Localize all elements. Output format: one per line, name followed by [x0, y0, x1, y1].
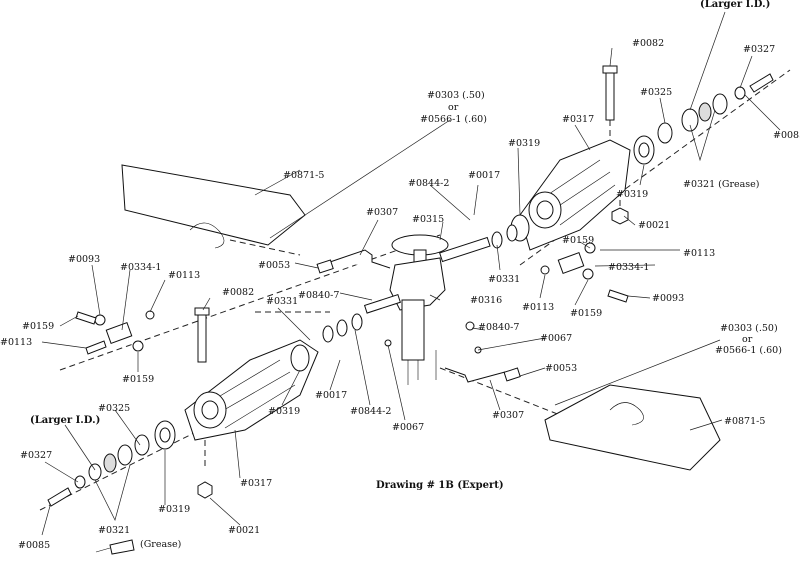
label-0327-top: #0327 — [743, 44, 775, 55]
label-0093-r: #0093 — [652, 293, 684, 304]
label-0327-b: #0327 — [20, 450, 52, 461]
label-0113-l2: #0113 — [0, 337, 32, 348]
label-0319-b2: #0319 — [158, 504, 190, 515]
label-0303-top: #0303 (.50) — [427, 90, 485, 101]
rotor-hub-assembly — [322, 224, 518, 385]
label-0017-b: #0017 — [315, 390, 347, 401]
label-0319-top1: #0319 — [508, 138, 540, 149]
label-0303-b: #0303 (.50) — [720, 323, 778, 334]
label-or-b: or — [742, 334, 753, 345]
label-0067-b: #0067 — [392, 422, 424, 433]
label-0334-1-r: #0334-1 — [608, 262, 649, 273]
drawing-title: Drawing # 1B (Expert) — [376, 480, 504, 491]
label-0871-5-b: #0871-5 — [724, 416, 765, 427]
label-grease-b: (Grease) — [140, 539, 181, 550]
label-0566-top: #0566-1 (.60) — [420, 114, 487, 125]
linkage-rods — [316, 249, 521, 383]
label-0085-top: #0085 — [773, 130, 800, 141]
label-0307-b: #0307 — [492, 410, 524, 421]
label-0844-2-top: #0844-2 — [408, 178, 449, 189]
label-0331-l: #0331 — [266, 296, 298, 307]
label-larger-id-top: (Larger I.D.) — [700, 0, 770, 10]
label-0082-l: #0082 — [222, 287, 254, 298]
label-0159-r2: #0159 — [570, 308, 602, 319]
lower-blade — [544, 384, 721, 471]
label-0093-l: #0093 — [68, 254, 100, 265]
label-0840-7-b: #0840-7 — [478, 322, 519, 333]
label-0113-r1: #0113 — [683, 248, 715, 259]
label-0021-top: #0021 — [638, 220, 670, 231]
label-0067-r: #0067 — [540, 333, 572, 344]
label-0017-top: #0017 — [468, 170, 500, 181]
label-0334-1-l: #0334-1 — [120, 262, 161, 273]
label-0844-2-b: #0844-2 — [350, 406, 391, 417]
label-0053-b: #0053 — [545, 363, 577, 374]
label-0325-b: #0325 — [98, 403, 130, 414]
label-0871-5-top: #0871-5 — [283, 170, 324, 181]
label-0325-top: #0325 — [640, 87, 672, 98]
label-0331-r: #0331 — [488, 274, 520, 285]
label-0317-top: #0317 — [562, 114, 594, 125]
upper-grip-assembly — [510, 65, 774, 303]
leader-lines — [41, 11, 781, 536]
label-0316: #0316 — [470, 295, 502, 306]
label-0159-l2: #0159 — [122, 374, 154, 385]
label-0321-top: #0321 (Grease) — [683, 179, 759, 190]
label-0317-b: #0317 — [240, 478, 272, 489]
label-or-top: or — [448, 102, 459, 113]
label-0315: #0315 — [412, 214, 444, 225]
part-labels: (Larger I.D.) #0082 #0327 #0325 #0085 #0… — [0, 0, 800, 551]
lower-grip-assembly — [47, 307, 319, 555]
label-larger-id-b: (Larger I.D.) — [30, 415, 100, 426]
label-0113-l1: #0113 — [168, 270, 200, 281]
label-0053-top: #0053 — [258, 260, 290, 271]
label-0566-b: #0566-1 (.60) — [715, 345, 782, 356]
label-0085-b: #0085 — [18, 540, 50, 551]
upper-blade — [121, 164, 306, 249]
label-0307-top: #0307 — [366, 207, 398, 218]
label-0159-r1: #0159 — [562, 235, 594, 246]
label-0113-r2: #0113 — [522, 302, 554, 313]
label-0082-top: #0082 — [632, 38, 664, 49]
label-0319-top2: #0319 — [616, 189, 648, 200]
label-0159-l1: #0159 — [22, 321, 54, 332]
label-0021-b: #0021 — [228, 525, 260, 536]
label-0319-b: #0319 — [268, 406, 300, 417]
label-0321-b: #0321 — [98, 525, 130, 536]
label-0840-7-top: #0840-7 — [298, 290, 339, 301]
